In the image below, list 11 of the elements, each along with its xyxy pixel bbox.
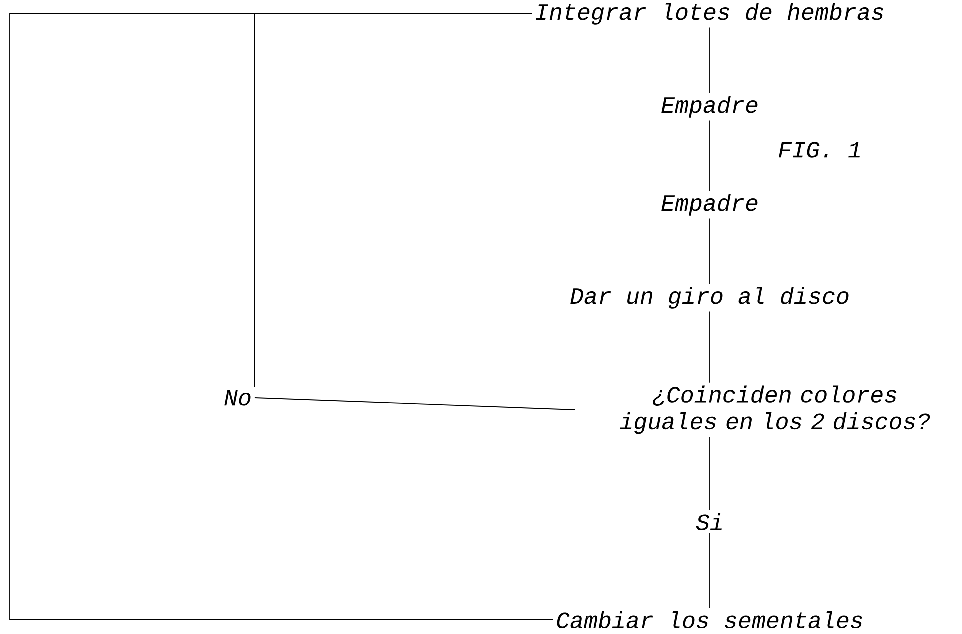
figure-label: FIG. 1	[779, 142, 860, 158]
connector-line	[254, 398, 576, 410]
step-text: Dar un giro al disco	[570, 287, 849, 309]
step-text: Integrar lotes de hembras	[536, 3, 884, 25]
step-text: Empadre	[662, 194, 758, 216]
connector-line	[10, 14, 554, 620]
step-text: ¿Coinciden colores iguales en los 2 discos?	[620, 386, 930, 434]
step-text: Si	[696, 513, 722, 531]
step-text: Empadre	[662, 96, 758, 118]
step-text: Cambiar los sementales	[557, 611, 862, 629]
step-text: No	[224, 390, 251, 406]
